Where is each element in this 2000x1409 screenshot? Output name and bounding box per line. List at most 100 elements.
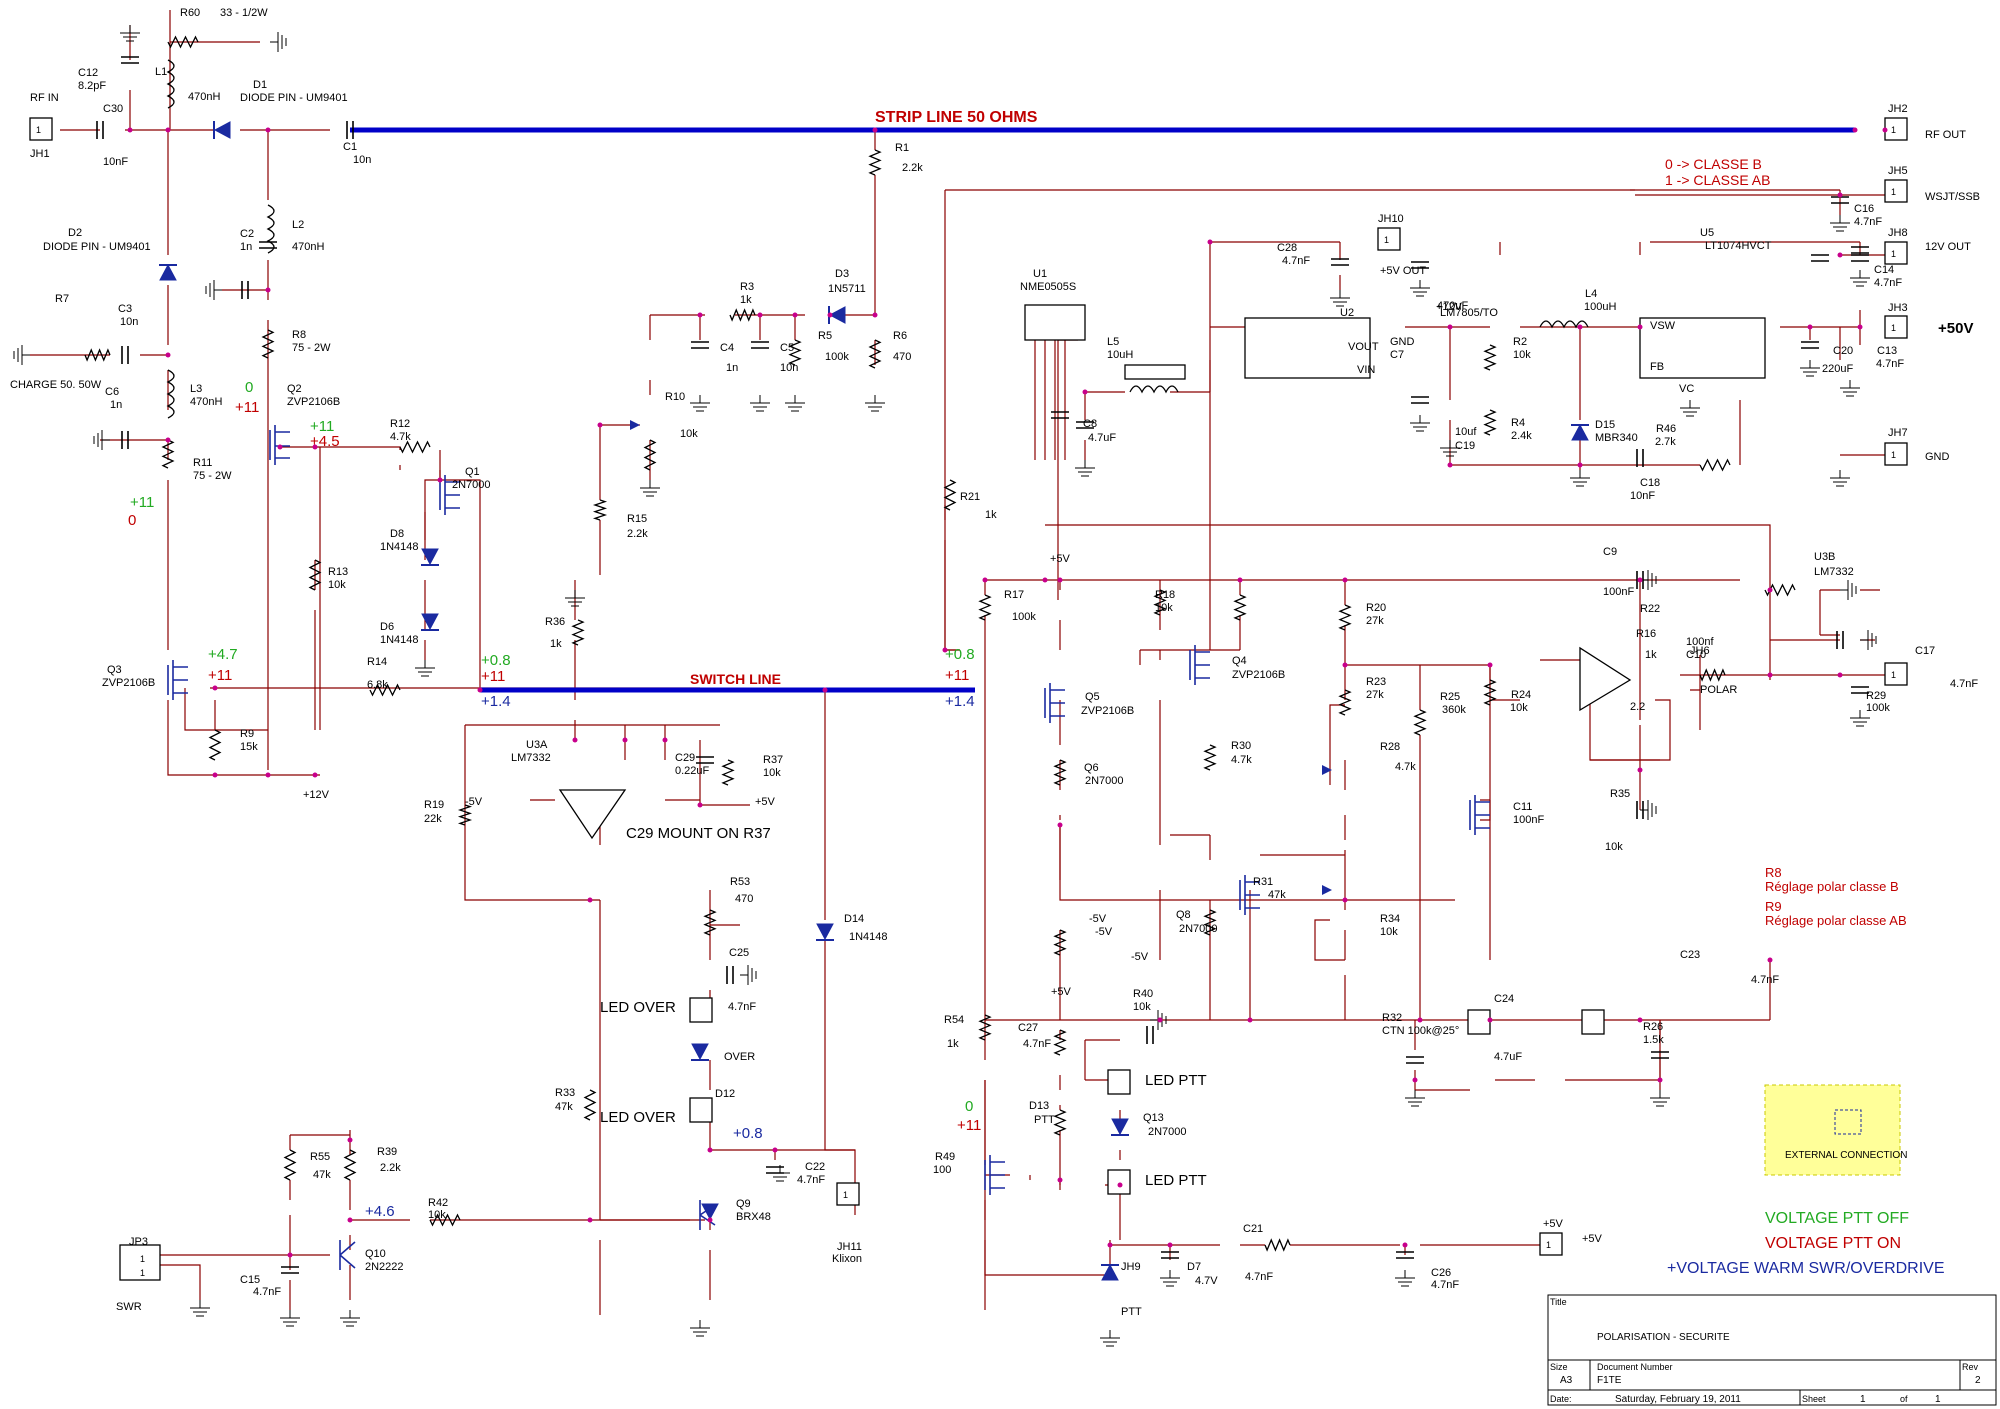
inductor-L4 bbox=[1539, 320, 1589, 329]
component-label: D13 bbox=[1029, 1100, 1049, 1112]
tb-rev: 2 bbox=[1975, 1375, 1981, 1386]
resistor-icon bbox=[1153, 589, 1167, 616]
component-label: D6 bbox=[380, 621, 394, 633]
component-label: 1k bbox=[550, 638, 562, 650]
component-label: Q5 bbox=[1085, 691, 1100, 703]
ground-icon bbox=[1160, 1270, 1180, 1287]
component-label: VC bbox=[1679, 383, 1694, 395]
component-label: R60 bbox=[180, 7, 200, 19]
diode-D7 bbox=[1101, 1263, 1119, 1281]
component-label: 1k bbox=[1645, 649, 1657, 661]
junction-dot bbox=[597, 422, 603, 428]
junction-dot bbox=[165, 437, 171, 443]
transistor-Q13 bbox=[984, 1155, 1005, 1195]
ic-U2 bbox=[1244, 317, 1371, 379]
component-label: U1 bbox=[1033, 268, 1047, 280]
component-label: C9 bbox=[1603, 546, 1617, 558]
component-label: -5V bbox=[1095, 926, 1113, 938]
junction-dot bbox=[697, 312, 703, 318]
component-label: 470 bbox=[735, 893, 753, 905]
resistor-icon bbox=[1764, 583, 1796, 597]
component-label: R14 bbox=[367, 656, 387, 668]
component-label: JH2 bbox=[1888, 103, 1908, 115]
component-label: POLAR bbox=[1700, 684, 1737, 696]
component-label: C7 bbox=[1390, 349, 1404, 361]
component-label: 4.7nF bbox=[797, 1174, 825, 1186]
resistor-icon bbox=[729, 308, 756, 322]
component-label: 27k bbox=[1366, 615, 1384, 627]
component-label: 4.7nF bbox=[1874, 277, 1902, 289]
resistor-icon bbox=[167, 35, 199, 49]
transistor-Q6 bbox=[1469, 795, 1490, 835]
capacitor-icon bbox=[726, 966, 734, 984]
junction-dot bbox=[1057, 577, 1063, 583]
component-label: R13 bbox=[328, 566, 348, 578]
component-label: +12V bbox=[1436, 301, 1463, 313]
component-label: D2 bbox=[68, 227, 82, 239]
component-label: C23 bbox=[1680, 949, 1700, 961]
component-label: 100k bbox=[825, 351, 849, 363]
junction-dot bbox=[1447, 462, 1453, 468]
tb-title: POLARISATION - SECURITE bbox=[1597, 1332, 1730, 1343]
pot-R29-wiper bbox=[1322, 765, 1332, 775]
legend-ptt-off: VOLTAGE PTT OFF bbox=[1765, 1210, 1909, 1227]
component-label: 10n bbox=[780, 362, 798, 374]
ground-icon bbox=[1800, 360, 1820, 377]
tb-of: 1 bbox=[1935, 1394, 1941, 1405]
connector-pin-label: 1 bbox=[1891, 249, 1896, 259]
component-label: 4.7nF bbox=[1751, 974, 1779, 986]
transistor-Q10 bbox=[339, 1240, 356, 1270]
component-label: 47k bbox=[555, 1101, 573, 1113]
component-label: C15 bbox=[240, 1274, 260, 1286]
component-label: LM7805/TO bbox=[1440, 307, 1498, 319]
component-label: JH3 bbox=[1888, 302, 1908, 314]
component-label: VIN bbox=[1357, 364, 1375, 376]
component-label: Q2 bbox=[287, 383, 302, 395]
junction-dot bbox=[1207, 239, 1213, 245]
diode-D3 bbox=[828, 306, 846, 324]
connector-pin-label: 1 bbox=[843, 1190, 848, 1200]
voltage-annotation: +4.5 bbox=[310, 433, 340, 450]
component-label: C6 bbox=[105, 386, 119, 398]
led-ptt-label-1: LED PTT bbox=[1145, 1072, 1207, 1089]
ground-icon bbox=[1640, 800, 1657, 820]
junction-dot bbox=[1837, 192, 1843, 198]
junction-dot bbox=[1767, 957, 1773, 963]
voltage-annotation: +0.8 bbox=[733, 1125, 763, 1142]
component-label: R26 bbox=[1643, 1021, 1663, 1033]
component-label: 2.4k bbox=[1511, 430, 1532, 442]
ground-icon bbox=[120, 25, 140, 42]
voltage-annotation: +0.8 bbox=[945, 646, 975, 663]
junction-dot bbox=[707, 1147, 713, 1153]
connector-pin-label: 1 bbox=[140, 1268, 145, 1278]
component-label: 4.7nF bbox=[1854, 216, 1882, 228]
component-label: PTT bbox=[1034, 1114, 1055, 1126]
legend-r9-text: Réglage polar classe AB bbox=[1765, 913, 1907, 928]
component-label: 10k bbox=[1513, 349, 1531, 361]
junction-dot bbox=[265, 287, 271, 293]
junction-dot bbox=[437, 477, 443, 483]
junction-dot bbox=[772, 1147, 778, 1153]
junction-dot bbox=[942, 647, 948, 653]
junction-dot bbox=[1157, 1017, 1163, 1023]
junction-dot bbox=[707, 1217, 713, 1223]
component-label: R8 bbox=[292, 329, 306, 341]
component-label: 2N7000 bbox=[1179, 923, 1218, 935]
ground-symbols bbox=[13, 25, 1877, 1347]
component-label: 10k bbox=[763, 767, 781, 779]
component-label: C30 bbox=[103, 103, 123, 115]
resistor-icon bbox=[343, 1149, 357, 1181]
transistor-Q4 bbox=[1189, 645, 1210, 685]
diode-symbols bbox=[159, 121, 1589, 1281]
component-label: 2.2 bbox=[1630, 701, 1645, 713]
component-label: L3 bbox=[190, 383, 202, 395]
component-label: 470nH bbox=[190, 396, 222, 408]
junction-dot bbox=[1637, 767, 1643, 773]
resistor-icon bbox=[1053, 929, 1067, 956]
diode-D14 bbox=[816, 923, 834, 941]
component-label: R42 bbox=[428, 1197, 448, 1209]
ground-icon bbox=[1410, 415, 1430, 432]
component-label: R28 bbox=[1380, 741, 1400, 753]
component-label: 10n bbox=[353, 154, 371, 166]
component-label: D15 bbox=[1595, 419, 1615, 431]
